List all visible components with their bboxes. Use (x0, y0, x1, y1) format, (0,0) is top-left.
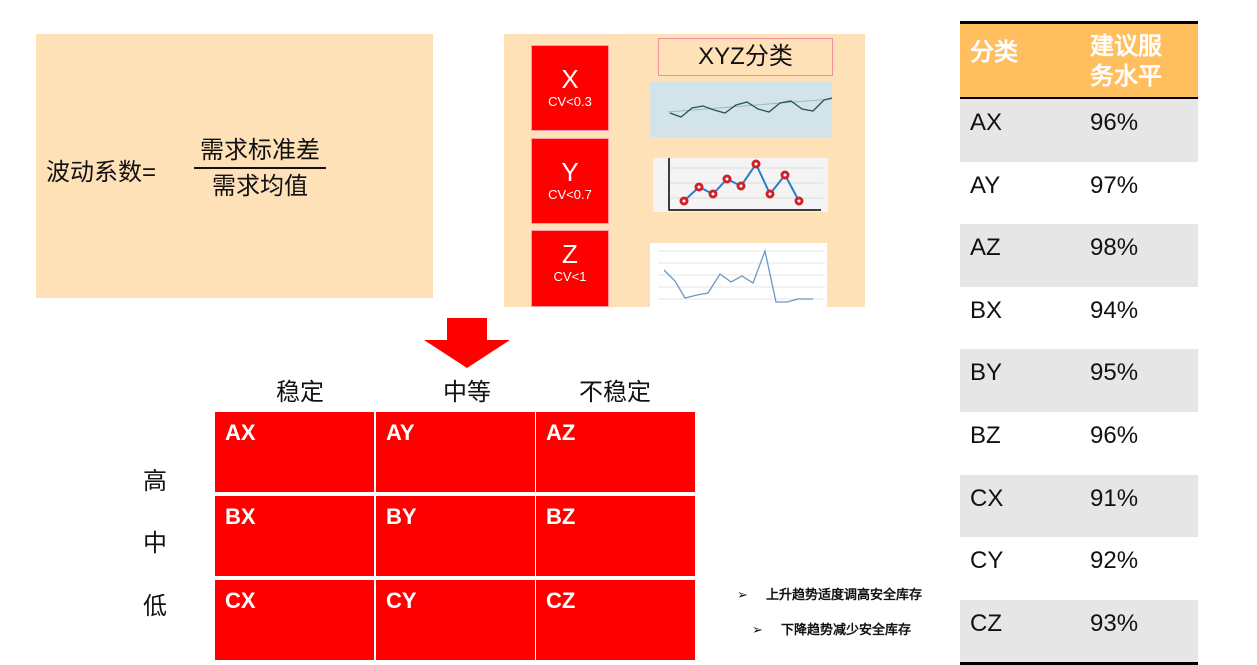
bullet-arrow-icon: ➢ (752, 622, 781, 637)
formula-numerator: 需求标准差 (194, 130, 326, 169)
service-level-table: 分类 建议服务水平 AX 96% AY 97% AZ 98% BX 94% BY 95% BZ 96%… (960, 21, 1198, 665)
down-arrow-icon (424, 318, 510, 368)
cell-category: CY (970, 547, 1004, 575)
matrix-cell-by: BY (376, 496, 535, 576)
cell-category: BY (970, 359, 1003, 387)
matrix-cell-bz: BZ (536, 496, 695, 576)
matrix-cell-ay: AY (376, 412, 535, 492)
cell-category: AZ (970, 234, 1001, 262)
row-header-high: 高 (143, 468, 167, 495)
row-header-low: 低 (143, 593, 167, 620)
cell-category: CX (970, 484, 1004, 512)
table-row: CZ 93% (960, 599, 1198, 663)
matrix-cell-cx: CX (215, 580, 374, 660)
class-letter: Z (562, 239, 578, 269)
matrix-cell-cy: CY (376, 580, 535, 660)
cell-service-level: 96% (1090, 421, 1139, 449)
cell-category: CZ (970, 609, 1002, 637)
note-downward-trend: ➢ 下降趋势减少安全库存 (752, 619, 911, 638)
class-cv: CV<0.3 (548, 94, 592, 109)
cell-service-level: 91% (1090, 484, 1139, 512)
note-text: 下降趋势减少安全库存 (780, 622, 911, 637)
cell-category: BX (970, 296, 1003, 324)
column-header-stable: 稳定 (276, 379, 324, 406)
cell-category: AY (970, 171, 1001, 199)
column-header-moderate: 中等 (443, 379, 491, 406)
header-service-level: 建议服务水平 (1090, 33, 1162, 90)
cv-formula-panel: 波动系数= 需求标准差 需求均值 (36, 34, 433, 298)
cell-service-level: 94% (1090, 296, 1139, 324)
cell-service-level: 98% (1090, 234, 1139, 262)
class-cv: CV<0.7 (548, 187, 592, 202)
formula-denominator: 需求均值 (212, 173, 308, 200)
cell-service-level: 95% (1090, 359, 1139, 387)
class-letter: X (561, 64, 579, 94)
matrix-cell-az: AZ (536, 412, 695, 492)
cell-service-level: 96% (1090, 109, 1139, 136)
table-row: AY 97% (960, 162, 1198, 225)
unstable-demand-chart-image (650, 243, 827, 307)
cell-service-level: 92% (1090, 547, 1139, 575)
stable-demand-chart-image (650, 82, 832, 137)
matrix-cell-bx: BX (215, 496, 374, 576)
cell-service-level: 97% (1090, 171, 1139, 199)
formula-label: 波动系数= (46, 159, 157, 186)
table-row: CY 92% (960, 537, 1198, 600)
table-row: CX 91% (960, 474, 1198, 538)
cell-category: AX (970, 109, 1003, 136)
column-header-unstable: 不稳定 (579, 379, 651, 406)
matrix-cell-cz: CZ (536, 580, 695, 660)
cell-category: BZ (970, 421, 1001, 449)
header-category: 分类 (970, 39, 1018, 66)
table-row: BX 94% (960, 287, 1198, 350)
table-row: AX 96% (960, 99, 1198, 162)
cell-service-level: 93% (1090, 609, 1139, 637)
class-cv: CV<1 (553, 269, 587, 284)
table-row: AZ 98% (960, 224, 1198, 287)
row-header-medium: 中 (143, 530, 167, 557)
moderate-demand-chart-image (653, 158, 828, 212)
note-upward-trend: ➢ 上升趋势适度调高安全库存 (737, 584, 922, 603)
table-row: BY 95% (960, 349, 1198, 412)
note-text: 上升趋势适度调高安全库存 (765, 587, 922, 602)
table-header: 分类 建议服务水平 (960, 24, 1198, 99)
bullet-arrow-icon: ➢ (737, 587, 766, 602)
table-row: BZ 96% (960, 412, 1198, 475)
matrix-cell-ax: AX (215, 412, 374, 492)
class-letter: Y (561, 157, 579, 187)
xyz-title: XYZ分类 (658, 38, 833, 76)
